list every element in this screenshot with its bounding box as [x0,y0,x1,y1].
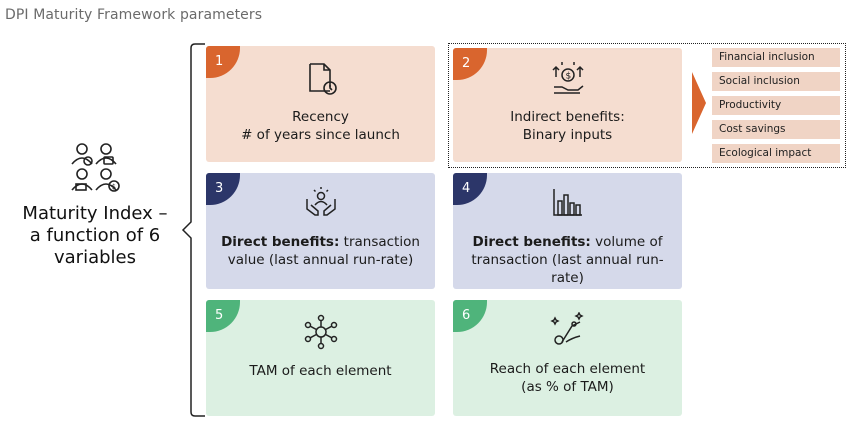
card-indirect-benefits: 2 $ Indirect benefits: Binary inputs [453,48,682,162]
bar-chart-icon [552,189,582,216]
people-network-icon: $ [71,143,120,192]
benefit-cost-savings: Cost savings [712,120,840,139]
card-bold-label: Direct benefits: [221,234,340,250]
card-direct-benefits-volume: 4 Direct benefits: volume of transaction… [453,173,682,289]
card-subtitle: # of years since launch [241,127,400,143]
benefit-ecological-impact: Ecological impact [712,144,840,163]
benefit-social-inclusion: Social inclusion [712,72,840,91]
card-title-line: Direct benefits: transaction [216,233,425,251]
maturity-line-3: variables [54,247,136,268]
card-title-rest: volume of [590,234,663,250]
card-number-badge: 3 [206,173,240,205]
benefit-productivity: Productivity [712,96,840,115]
card-subtitle: transaction (last annual run- [471,252,664,268]
card-recency: 1 Recency # of years since launch [206,46,435,162]
card-number-badge: 5 [206,300,240,332]
card-reach: 6 Reach of each element (as % of TAM) [453,300,682,416]
card-title: Reach of each element [489,361,646,377]
card-subtitle: value (last annual run-rate) [227,252,414,268]
card-title: Recency [292,109,349,125]
svg-text:$: $ [112,183,116,191]
card-direct-benefits-value: 3 Direct benefits: transaction value (la… [206,173,435,289]
maturity-index-label: Maturity Index – a function of 6 variabl… [10,203,180,269]
card-bold-label: Direct benefits: [472,234,591,250]
card-title: Indirect benefits: [510,109,625,125]
svg-text:$: $ [565,72,571,82]
indirect-benefits-group [448,43,846,168]
card-number-badge: 6 [453,300,487,332]
arrow-right-icon [692,72,706,134]
hands-person-icon [305,187,336,216]
card-number-badge: 2 [453,48,487,80]
maturity-line-1: Maturity Index – [22,203,168,224]
curly-brace [181,43,205,417]
card-title-rest: transaction [339,234,420,250]
card-title: TAM of each element [249,363,392,379]
money-growth-icon: $ [551,62,584,94]
growth-stars-icon [549,312,584,345]
page-title: DPI Maturity Framework parameters [5,7,263,23]
card-subtitle: Binary inputs [522,127,613,143]
card-tam: 5 TAM of each element [206,300,435,416]
benefit-financial-inclusion: Financial inclusion [712,48,840,67]
card-number-badge: 1 [206,46,240,78]
maturity-line-2: a function of 6 [29,225,161,246]
card-subtitle-2: rate) [551,270,584,286]
network-hub-icon [304,314,337,350]
card-title-line: Direct benefits: volume of [463,233,672,251]
document-clock-icon [308,63,337,95]
card-subtitle: (as % of TAM) [521,379,614,395]
card-number-badge: 4 [453,173,487,205]
